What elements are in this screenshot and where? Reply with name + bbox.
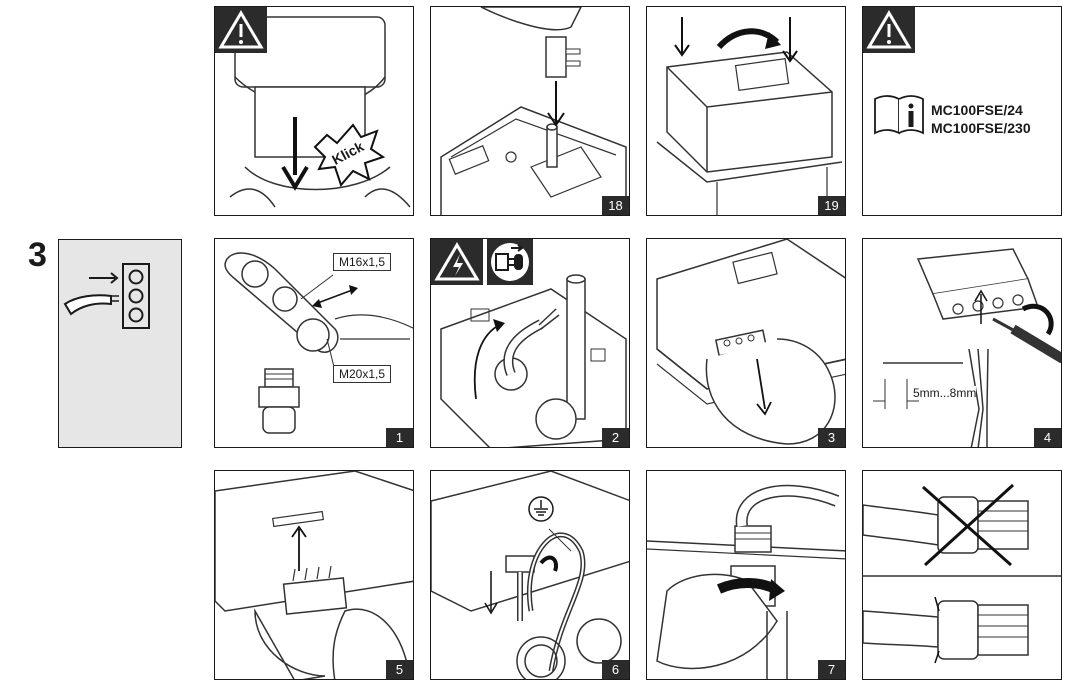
thread-size-small-label: M16x1,5	[333, 253, 392, 271]
warning-icon	[863, 7, 915, 53]
panel-cable-gland-check	[862, 470, 1062, 680]
manual-info-icon	[874, 95, 924, 135]
panel-step-2: 2	[430, 238, 630, 448]
cable-entry-icon	[63, 263, 150, 329]
panel-number: 6	[602, 660, 629, 679]
panel-number: 19	[818, 196, 845, 215]
panel-number: 4	[1034, 428, 1061, 447]
thread-size-large-label: M20x1,5	[333, 365, 392, 383]
warning-icon	[215, 7, 267, 53]
panel-step-3: 3	[646, 238, 846, 448]
model-name-24: MC100FSE/24	[931, 102, 1023, 118]
electrical-warning-icon	[431, 239, 483, 285]
panel-mount-klick: Klick	[214, 6, 414, 216]
strip-length-label: 5mm...8mm	[913, 386, 977, 400]
model-name-230: MC100FSE/230	[931, 120, 1031, 136]
panel-model-info: MC100FSE/24 MC100FSE/230	[862, 6, 1062, 216]
panel-step-19: 19	[646, 6, 846, 216]
panel-step-6: 6	[430, 470, 630, 680]
step-number: 3	[28, 236, 47, 274]
panel-number: 7	[818, 660, 845, 679]
panel-number: 5	[386, 660, 413, 679]
panel-step-4: 5mm...8mm 4	[862, 238, 1062, 448]
panel-number: 1	[386, 428, 413, 447]
panel-step-5: 5	[214, 470, 414, 680]
ground-symbol-icon	[528, 496, 554, 522]
cable-entry-section-card	[58, 239, 182, 448]
panel-step-7: 7	[646, 470, 846, 680]
panel-step-18: 18	[430, 6, 630, 216]
panel-number: 18	[602, 196, 629, 215]
panel-step-1: M16x1,5 M20x1,5 1	[214, 238, 414, 448]
disconnect-power-icon	[487, 239, 533, 285]
panel-number: 3	[818, 428, 845, 447]
panel-number: 2	[602, 428, 629, 447]
